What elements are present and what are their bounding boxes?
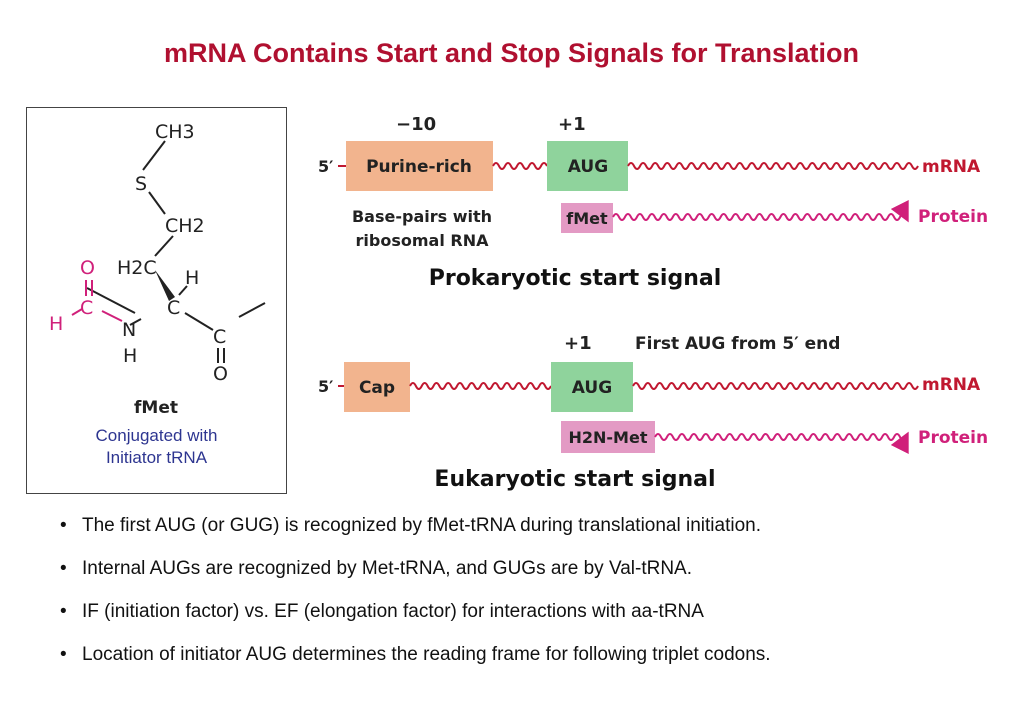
bullet-marker: • [60, 601, 67, 622]
euk-mrna-label: mRNA [922, 375, 981, 395]
bullet-marker: • [60, 558, 67, 579]
euk-cap-box [344, 362, 410, 412]
bullet-marker: • [60, 515, 67, 536]
bond-formyl-ch [71, 308, 83, 316]
bullet-item: • Internal AUGs are recognized by Met-tRN… [58, 555, 1018, 598]
fmet-caption-line1: Conjugated with [95, 426, 218, 445]
euk-mrna-wave-3 [632, 382, 919, 390]
pro-mrna-label: mRNA [922, 157, 981, 177]
pro-signal-title: Prokaryotic start signal [429, 266, 722, 291]
bullet-item: • The first AUG (or GUG) is recognized by… [58, 512, 1018, 555]
euk-signal-title: Eukaryotic start signal [434, 467, 715, 492]
pro-aug-label: AUG [568, 157, 608, 177]
atom-c-right: C [213, 326, 226, 348]
bond-s-ch2 [148, 191, 166, 215]
pro-protein-arrow [612, 200, 909, 223]
fmet-name: fMet [134, 398, 178, 418]
pro-mrna-wave-3 [627, 162, 919, 170]
euk-h2nmet-label: H2N-Met [569, 428, 648, 447]
fmet-structure-panel: CH3 S CH2 H2C H C N H C O O C H fMet Con… [26, 107, 287, 494]
prokaryotic-group: −10 +1 5′ Purine-rich AUG mRNA Base-pair… [318, 114, 988, 291]
wedge-bond [155, 270, 175, 301]
pro-fmet-label: fMet [566, 209, 608, 228]
euk-aug-box [551, 362, 633, 412]
bullet-text: Internal AUGs are recognized by Met-tRNA… [82, 558, 692, 579]
atom-c-center: C [167, 297, 180, 319]
euk-h2nmet-box [561, 421, 655, 453]
bullet-item: • IF (initiation factor) vs. EF (elongati… [58, 598, 1018, 641]
atom-n: N [122, 319, 136, 341]
pro-basepair-line2: ribosomal RNA [356, 231, 490, 250]
pro-aug-box [547, 141, 628, 191]
euk-first-aug: First AUG from 5′ end [635, 334, 840, 354]
atom-h2c: H2C [117, 257, 157, 279]
bond-ca-n [86, 287, 136, 314]
atom-ch2: CH2 [165, 215, 205, 237]
start-signal-diagram: −10 +1 5′ Purine-rich AUG mRNA Base-pair… [318, 114, 988, 492]
atom-h-left: H [49, 313, 63, 335]
euk-five-prime: 5′ [318, 377, 333, 396]
euk-protein-arrow [654, 431, 909, 454]
pro-pos-minus10: −10 [396, 114, 436, 135]
bond-formyl-cn [101, 310, 123, 322]
atom-o-bottom: O [213, 363, 228, 385]
bond-ca-h [178, 285, 188, 296]
bullet-item: • Location of initiator AUG determines th… [58, 641, 1018, 684]
bond-ch2-h2c [154, 235, 174, 257]
atom-s: S [135, 173, 147, 195]
pro-fmet-box [561, 203, 613, 233]
atom-o-left: O [80, 257, 95, 279]
fmet-caption: Conjugated with Initiator tRNA [27, 425, 286, 469]
pro-pos-plus1: +1 [558, 114, 586, 135]
bond-ca-c [184, 312, 214, 331]
atom-ch3: CH3 [155, 121, 195, 143]
euk-protein-label: Protein [918, 428, 988, 448]
pro-basepair-line1: Base-pairs with [352, 207, 492, 226]
bullet-list: • The first AUG (or GUG) is recognized by… [58, 512, 1018, 684]
pro-five-prime: 5′ [318, 157, 333, 176]
bullet-marker: • [60, 644, 67, 665]
euk-cap-label: Cap [359, 378, 395, 398]
bullet-text: Location of initiator AUG determines the… [82, 644, 771, 665]
fmet-structure: CH3 S CH2 H2C H C N H C O O C H fMet [49, 121, 266, 418]
bullet-text: The first AUG (or GUG) is recognized by … [82, 515, 761, 536]
bullet-text: IF (initiation factor) vs. EF (elongatio… [82, 601, 704, 622]
euk-mrna-wave-5 [409, 382, 552, 390]
euk-aug-label: AUG [572, 378, 612, 398]
pro-protein-label: Protein [918, 207, 988, 227]
bond-c-methyl [238, 302, 266, 318]
pro-purine-label: Purine-rich [366, 157, 472, 177]
pro-mrna-wave-5 [492, 162, 548, 170]
eukaryotic-group: +1 First AUG from 5′ end 5′ Cap AUG mRNA… [318, 333, 988, 492]
euk-pos-plus1: +1 [564, 333, 592, 354]
atom-c-left: C [80, 297, 93, 319]
atom-h-n: H [123, 345, 137, 367]
fmet-caption-line2: Initiator tRNA [105, 448, 208, 467]
bond-ch3-s [142, 140, 166, 171]
atom-h-top: H [185, 267, 199, 289]
pro-purine-box [346, 141, 493, 191]
page-title: mRNA Contains Start and Stop Signals for… [163, 38, 860, 68]
bond-n-ca [129, 318, 142, 326]
